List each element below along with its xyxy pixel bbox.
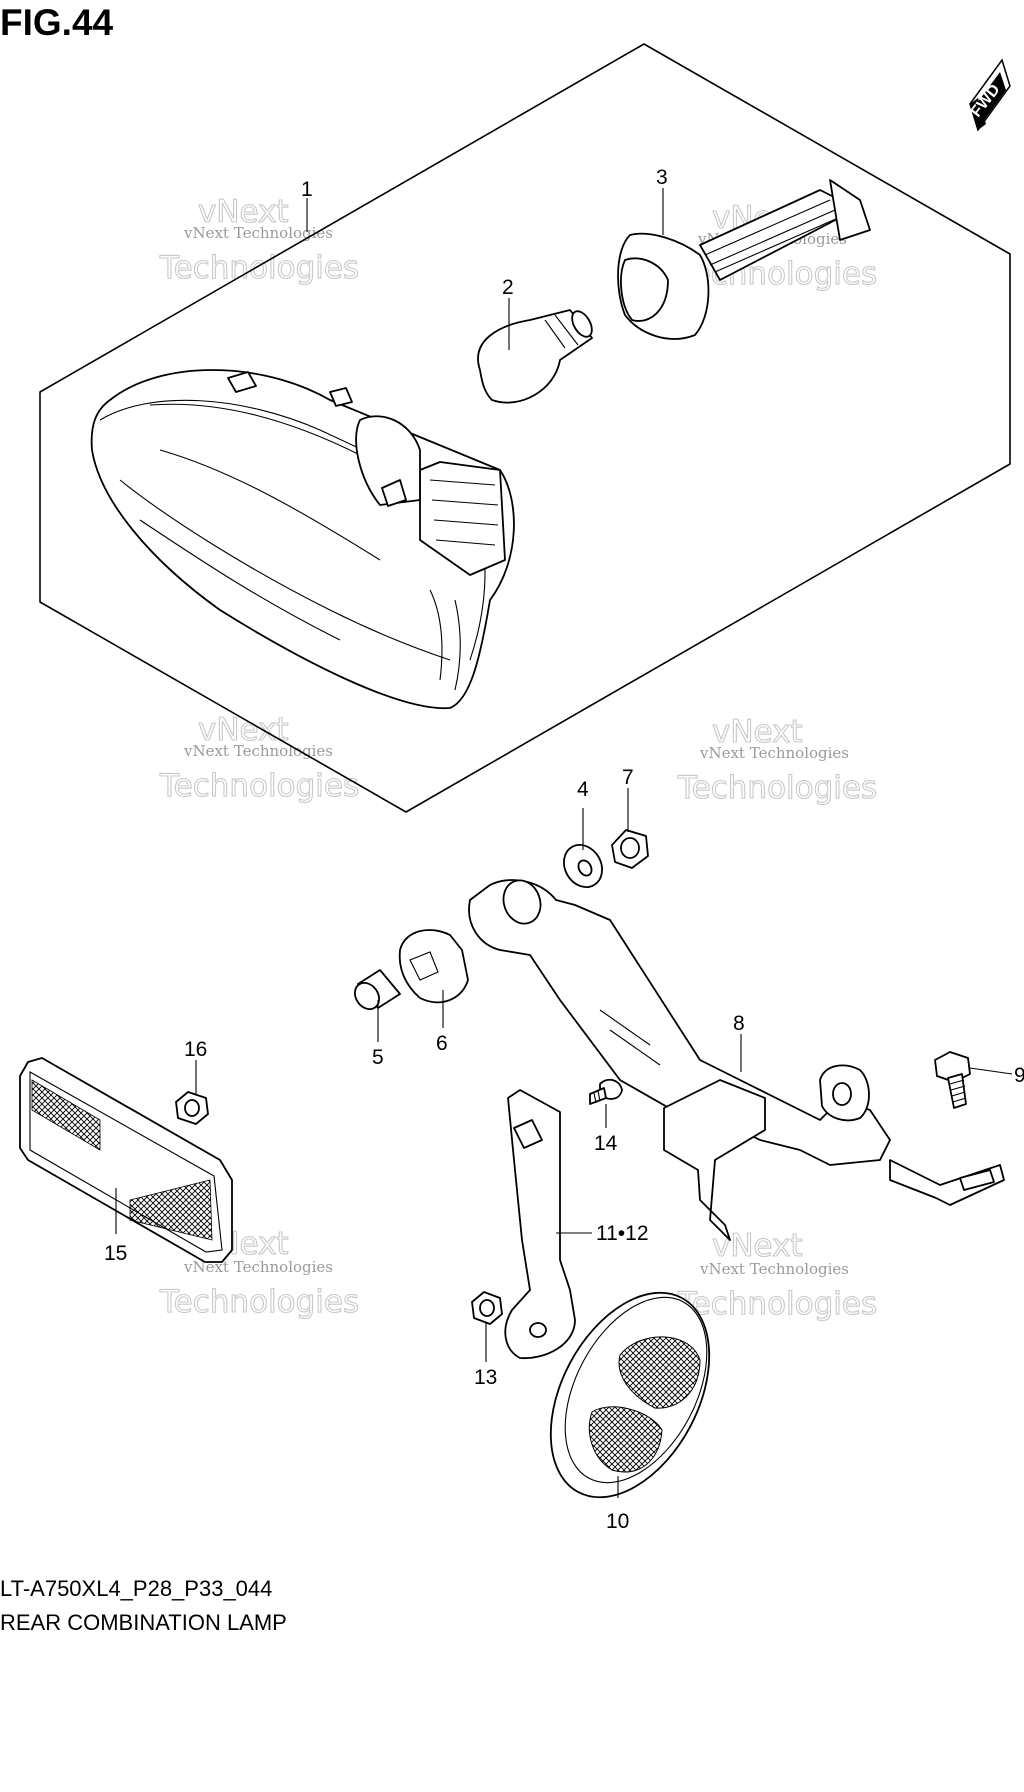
figure-title: FIG.44 <box>0 2 114 43</box>
watermark-company: vNext Technologies <box>183 742 333 760</box>
callout-8: 8 <box>733 1012 745 1035</box>
washer <box>563 844 603 888</box>
watermark-word: Technologies <box>677 1286 877 1322</box>
callout-15: 15 <box>104 1242 127 1265</box>
bolt <box>934 1051 971 1109</box>
watermark-brand: vNext <box>198 712 289 748</box>
nut <box>611 829 649 869</box>
round-reflector <box>549 1291 711 1499</box>
watermark-company: vNext Technologies <box>699 1260 849 1278</box>
callout-9: 9 <box>1014 1064 1024 1087</box>
callout-11-12: 11•12 <box>596 1222 649 1245</box>
callout-13: 13 <box>474 1366 497 1389</box>
collar <box>354 969 401 1010</box>
watermark: vNext vNext Technologies Technologies <box>158 711 359 804</box>
grommet <box>398 929 469 1004</box>
callout-2: 2 <box>502 276 514 299</box>
watermark-brand: vNext <box>198 194 289 230</box>
callout-1: 1 <box>301 178 313 201</box>
watermark-word: Technologies <box>159 768 359 804</box>
model-code: LT-A750XL4_P28_P33_044 <box>0 1576 273 1601</box>
watermark-company: vNext Technologies <box>183 224 333 242</box>
callout-14: 14 <box>594 1132 618 1155</box>
rectangular-reflector <box>19 1057 233 1263</box>
assembly-name: REAR COMBINATION LAMP <box>0 1610 287 1635</box>
reflector-bracket <box>504 1089 576 1359</box>
callout-16: 16 <box>184 1038 207 1061</box>
callout-5: 5 <box>372 1046 384 1069</box>
watermark: vNext vNext Technologies Technologies <box>158 193 359 286</box>
screw <box>589 1078 623 1105</box>
leader-lines <box>115 188 1013 1498</box>
callout-4: 4 <box>577 778 589 801</box>
hex-nut <box>175 1091 209 1125</box>
watermark-word: Technologies <box>159 1284 359 1320</box>
watermark-word: Technologies <box>159 250 359 286</box>
callout-3: 3 <box>656 166 668 189</box>
watermark-word: Technologies <box>677 770 877 806</box>
tail-lamp-housing <box>90 369 515 710</box>
callout-7: 7 <box>622 766 634 789</box>
watermark-company: vNext Technologies <box>699 744 849 762</box>
bulb-socket <box>617 179 871 340</box>
lamp-bracket <box>468 879 1005 1241</box>
callout-6: 6 <box>436 1032 448 1055</box>
bulb <box>477 309 593 404</box>
fwd-arrow-badge: FWD <box>968 58 1011 132</box>
callout-labels: 1 2 3 4 5 6 7 8 9 10 11•12 13 14 15 16 <box>104 166 1024 1533</box>
watermark-brand: vNext <box>712 714 803 750</box>
watermark: vNext vNext Technologies Technologies <box>676 1227 877 1322</box>
callout-10: 10 <box>606 1510 629 1533</box>
watermark: vNext vNext Technologies Technologies <box>676 713 877 806</box>
assembly-frame <box>39 43 1011 813</box>
flange-nut <box>471 1291 503 1325</box>
